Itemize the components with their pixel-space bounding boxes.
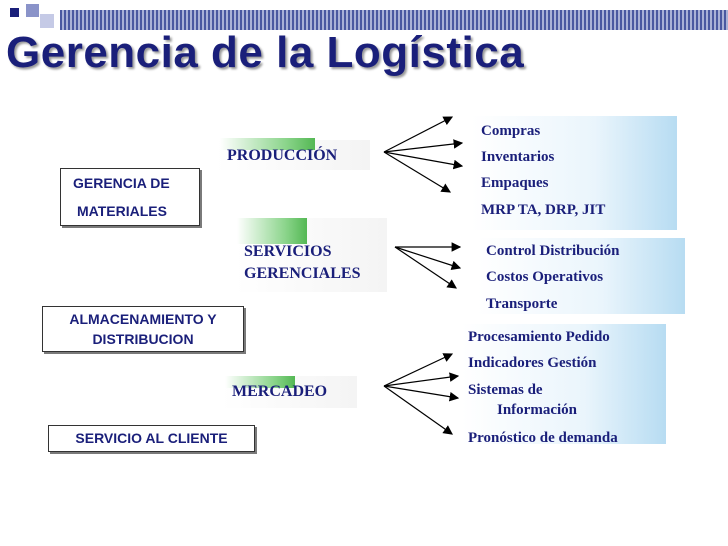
decor-square-3	[40, 14, 54, 28]
arrow-serv-2	[394, 246, 462, 270]
box-gerencia-materiales: GERENCIA DE MATERIALES	[60, 168, 200, 226]
list-mercadeo-item-2: Indicadores Gestión	[468, 355, 597, 371]
list-produccion-item-4: MRP TA, DRP, JIT	[481, 202, 606, 218]
mercadeo-green-accent	[225, 376, 295, 388]
arrow-merc-2	[383, 372, 460, 387]
arrow-merc-3	[383, 385, 460, 402]
box-almacenamiento-line-1: ALMACENAMIENTO Y	[69, 311, 217, 327]
list-produccion-item-3: Empaques	[481, 175, 549, 191]
box-materiales-line-2: MATERIALES	[77, 203, 167, 219]
category-servicios-line-1: SERVICIOS	[244, 243, 332, 260]
list-servicios-item-1: Control Distribución	[486, 243, 620, 259]
category-servicios-line-2: GERENCIALES	[244, 265, 361, 282]
servicios-green-accent	[237, 218, 307, 244]
arrow-prod-1	[383, 116, 454, 153]
list-produccion-item-2: Inventarios	[481, 149, 555, 165]
box-almacenamiento-line-2: DISTRIBUCION	[92, 331, 194, 347]
list-mercadeo-item-4: Pronóstico de demanda	[468, 430, 618, 446]
arrow-merc-4	[383, 385, 453, 435]
category-produccion: PRODUCCIÓN	[227, 147, 338, 164]
box-materiales-line-1: GERENCIA DE	[73, 175, 170, 191]
list-mercadeo: Procesamiento Pedido Indicadores Gestión…	[462, 324, 666, 446]
arrow-merc-1	[383, 353, 454, 387]
header-banner	[60, 10, 728, 30]
list-mercadeo-item-1: Procesamiento Pedido	[468, 329, 610, 345]
box-servicio-label: SERVICIO AL CLIENTE	[75, 430, 228, 446]
decor-square-2	[26, 4, 39, 17]
arrow-prod-3	[383, 151, 464, 170]
category-mercadeo: MERCADEO	[232, 383, 328, 400]
list-produccion: Compras Inventarios Empaques MRP TA, DRP…	[472, 116, 677, 230]
arrow-serv-3	[394, 246, 457, 289]
list-servicios-item-3: Transporte	[486, 296, 558, 312]
box-servicio-cliente: SERVICIO AL CLIENTE	[48, 425, 255, 452]
list-produccion-item-1: Compras	[481, 123, 541, 139]
page-title: Gerencia de la Logística	[6, 28, 525, 77]
list-servicios-item-2: Costos Operativos	[486, 269, 604, 285]
decor-square-1	[10, 8, 19, 17]
list-mercadeo-item-3b: Información	[497, 402, 577, 418]
list-servicios: Control Distribución Costos Operativos T…	[478, 238, 685, 314]
arrow-prod-2	[383, 139, 464, 153]
list-mercadeo-item-3: Sistemas de	[468, 382, 543, 398]
box-almacenamiento: ALMACENAMIENTO Y DISTRIBUCION	[42, 306, 244, 352]
arrow-prod-4	[383, 151, 452, 193]
produccion-green-accent	[220, 138, 315, 150]
